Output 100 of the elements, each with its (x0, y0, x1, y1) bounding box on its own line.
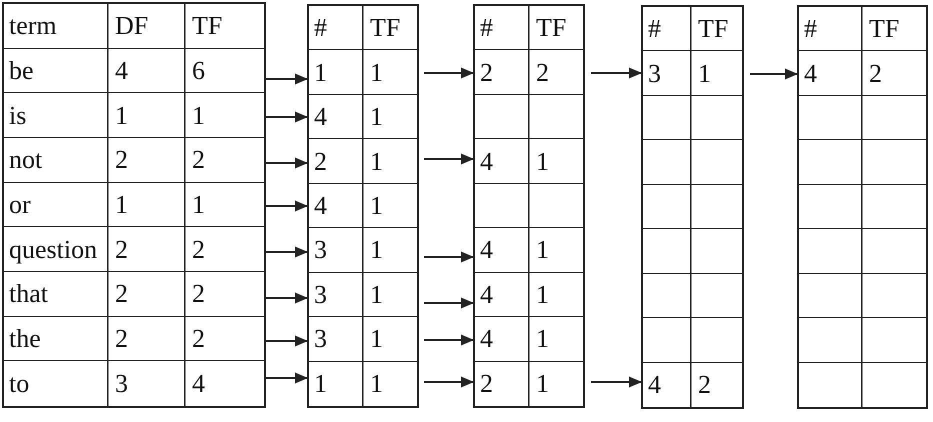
table-row (643, 184, 742, 230)
df-value: 1 (115, 190, 128, 219)
tf-value: 2 (869, 60, 882, 88)
term-text: question (9, 236, 98, 264)
table-row (475, 184, 583, 228)
doc-id-value: 4 (314, 103, 327, 132)
df-value: 2 (115, 324, 128, 353)
table-row (643, 229, 742, 274)
table-row (475, 228, 583, 273)
table-row (4, 227, 264, 272)
postings-table (473, 4, 585, 408)
table-row (475, 317, 583, 362)
table-row (309, 50, 417, 95)
table-row (799, 362, 926, 407)
doc-id-value: 2 (480, 370, 493, 398)
arrow (264, 158, 308, 168)
table-row (309, 317, 417, 362)
arrow (750, 68, 798, 80)
doc-id-value: 4 (480, 236, 493, 264)
column-header: TF (536, 14, 566, 42)
arrow (264, 200, 308, 212)
table-row (4, 48, 264, 94)
tf-value: 2 (698, 370, 711, 399)
df-value: 2 (115, 236, 128, 264)
tf-value: 1 (370, 58, 383, 87)
table-row (309, 272, 417, 318)
arrow (424, 298, 474, 308)
doc-id-value: 3 (314, 236, 327, 264)
table-row (643, 318, 742, 363)
df-value: 2 (115, 146, 128, 174)
tf-value: 1 (370, 370, 383, 398)
doc-id-value: 4 (648, 370, 661, 399)
column-header: TF (192, 12, 222, 40)
table-row (799, 96, 926, 140)
column-header: TF (370, 14, 400, 42)
table-row (4, 93, 264, 138)
table-row (4, 138, 264, 183)
arrow (591, 376, 642, 388)
column-header: DF (115, 12, 148, 40)
arrow (264, 112, 308, 122)
table-row (4, 272, 264, 317)
term-text: to (9, 370, 30, 398)
doc-id-value: 4 (804, 60, 817, 88)
term-text: not (9, 146, 42, 174)
tf-value: 1 (370, 325, 383, 354)
term-text: be (9, 56, 34, 85)
table-row (643, 96, 742, 140)
df-value: 4 (115, 56, 128, 85)
doc-id-value: 2 (314, 148, 327, 176)
term-text: is (9, 102, 26, 130)
tf-value: 2 (192, 146, 205, 174)
table-row (475, 272, 583, 318)
table-row (643, 140, 742, 185)
table-row (475, 362, 583, 406)
tf-value: 1 (698, 60, 711, 88)
doc-id-value: 4 (314, 192, 327, 220)
header-row (4, 4, 264, 49)
header-row (643, 7, 742, 52)
arrow (424, 334, 474, 346)
header-row (475, 6, 583, 50)
table-row (799, 140, 926, 185)
tf-value: 4 (192, 370, 205, 398)
postings-table (797, 5, 928, 409)
tf-value: 1 (536, 280, 549, 309)
table-row (799, 318, 926, 363)
column-header: TF (698, 15, 728, 44)
table-row (309, 362, 417, 406)
arrow (264, 74, 308, 84)
doc-id-value: 2 (480, 58, 493, 87)
df-value: 3 (115, 370, 128, 398)
table-row (643, 51, 742, 96)
arrow (264, 336, 308, 346)
header-row (309, 6, 417, 50)
tf-value: 6 (192, 56, 205, 85)
tf-value: 2 (192, 236, 205, 264)
doc-id-value: 3 (648, 60, 661, 88)
tf-value: 1 (370, 148, 383, 176)
table-row (475, 50, 583, 95)
tf-value: 1 (370, 192, 383, 220)
tf-value: 1 (536, 148, 549, 176)
table-row (799, 184, 926, 230)
tf-value: 1 (192, 190, 205, 219)
arrow (264, 246, 308, 258)
table-row (799, 51, 926, 96)
doc-id-value: 1 (314, 58, 327, 87)
column-header: # (480, 14, 493, 42)
table-row (309, 184, 417, 228)
tf-value: 1 (536, 325, 549, 354)
tf-value: 2 (536, 58, 549, 87)
arrow (264, 292, 308, 304)
doc-id-value: 4 (480, 280, 493, 309)
tf-value: 1 (370, 236, 383, 264)
tf-value: 1 (536, 236, 549, 264)
arrow (264, 372, 308, 384)
table-row (475, 139, 583, 184)
tf-value: 1 (370, 103, 383, 132)
doc-id-value: 4 (480, 148, 493, 176)
tf-value: 2 (192, 324, 205, 353)
tf-value: 1 (192, 102, 205, 130)
doc-id-value: 1 (314, 370, 327, 398)
